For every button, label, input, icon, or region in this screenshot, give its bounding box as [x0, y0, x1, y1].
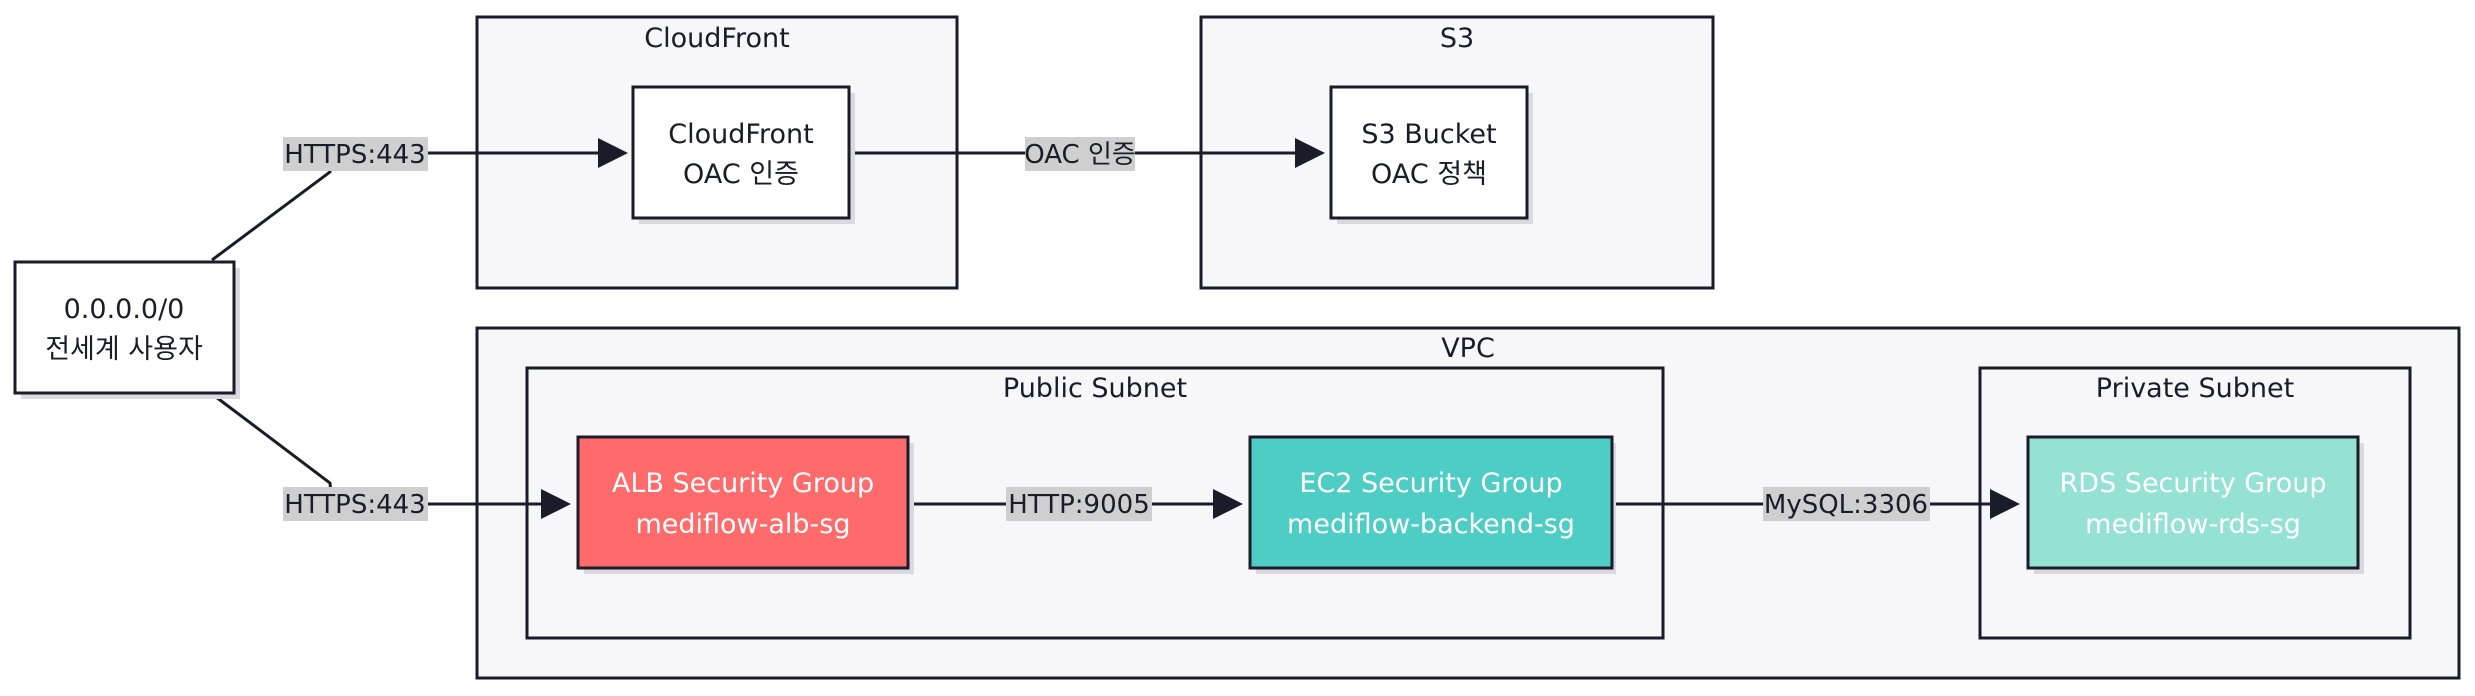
node-cloudfront-oac-line1: CloudFront [668, 119, 813, 150]
edge-ec2-to-rds: MySQL:3306 [1615, 487, 2020, 521]
edge-users-to-alb-label: HTTPS:443 [284, 490, 425, 520]
edge-alb-to-ec2-label: HTTP:9005 [1008, 490, 1149, 520]
node-alb-security-group: ALB Security Group mediflow-alb-sg [576, 435, 914, 574]
node-users-line1: 0.0.0.0/0 [64, 294, 185, 325]
node-ec2-security-group-line1: EC2 Security Group [1299, 468, 1562, 499]
edge-ec2-to-rds-label: MySQL:3306 [1764, 490, 1928, 520]
node-s3-bucket: S3 Bucket OAC 정책 [1329, 85, 1533, 224]
cluster-public-subnet-title: Public Subnet [1003, 373, 1187, 404]
cluster-private-subnet-title: Private Subnet [2096, 373, 2294, 404]
node-rds-security-group-line1: RDS Security Group [2060, 468, 2327, 499]
cluster-vpc-title: VPC [1441, 333, 1495, 364]
node-alb-security-group-line2: mediflow-alb-sg [635, 509, 850, 540]
edge-cloudfront-to-s3-label: OAC 인증 [1024, 140, 1136, 170]
node-ec2-security-group: EC2 Security Group mediflow-backend-sg [1248, 435, 1616, 574]
node-users: 0.0.0.0/0 전세계 사용자 [13, 260, 240, 399]
edge-users-to-alb: HTTPS:443 [211, 392, 571, 521]
node-cloudfront-oac: CloudFront OAC 인증 [631, 85, 855, 224]
edge-users-to-cloudfront-label: HTTPS:443 [284, 140, 425, 170]
node-rds-security-group: RDS Security Group mediflow-rds-sg [2026, 435, 2364, 574]
cluster-s3-title: S3 [1440, 23, 1474, 54]
node-s3-bucket-line2: OAC 정책 [1371, 159, 1487, 190]
node-rds-security-group-line2: mediflow-rds-sg [2085, 509, 2301, 540]
edge-cloudfront-to-s3: OAC 인증 [851, 137, 1325, 171]
node-ec2-security-group-line2: mediflow-backend-sg [1287, 509, 1575, 540]
edge-users-to-cloudfront: HTTPS:443 [211, 137, 628, 262]
cluster-cloudfront-title: CloudFront [644, 23, 789, 54]
edge-alb-to-ec2: HTTP:9005 [908, 487, 1243, 521]
node-s3-bucket-line1: S3 Bucket [1361, 119, 1496, 150]
node-alb-security-group-line1: ALB Security Group [612, 468, 874, 499]
node-users-line2: 전세계 사용자 [45, 334, 203, 365]
node-cloudfront-oac-line2: OAC 인증 [683, 159, 799, 190]
